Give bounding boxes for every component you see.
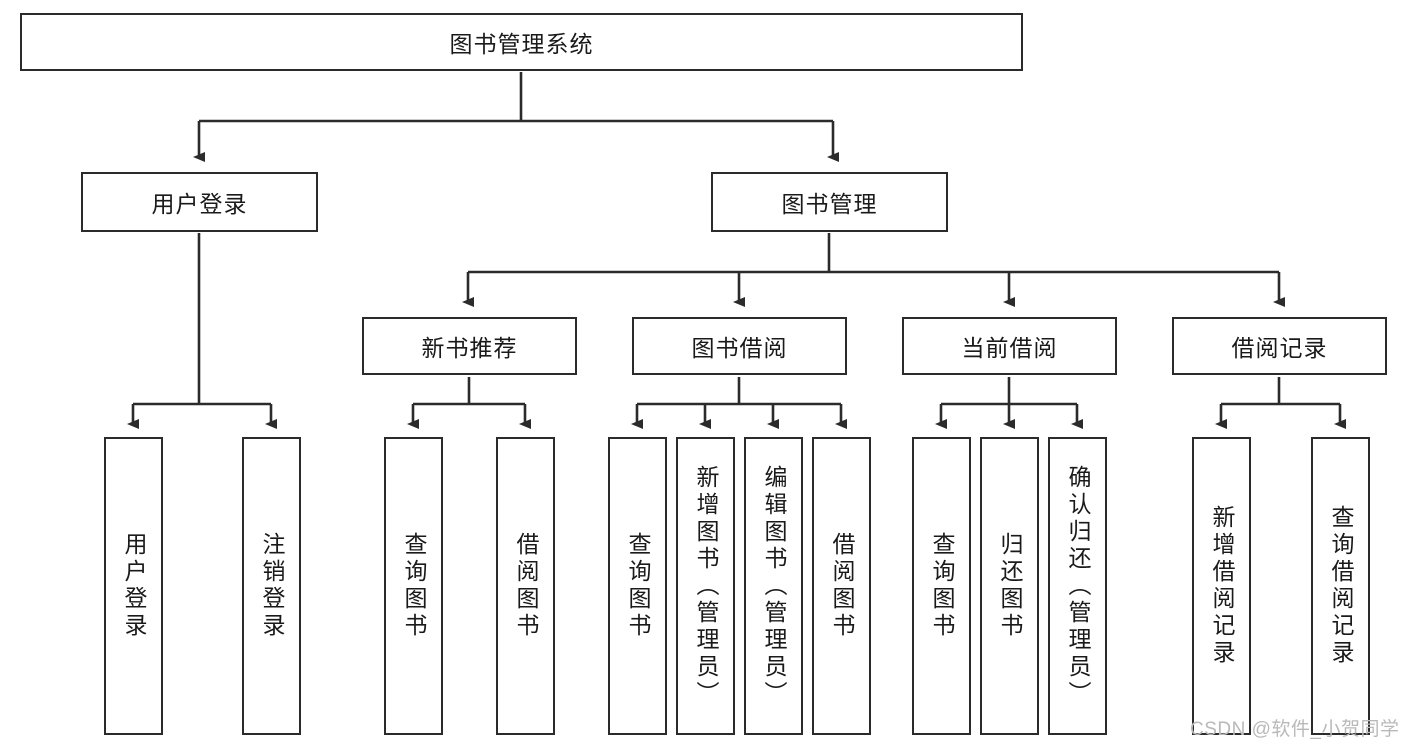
leaf-current-borrow-confirm-return-admin[interactable]: 确认归还（管理员） — [1048, 437, 1107, 735]
node-label: 新增图书（管理员） — [693, 464, 719, 708]
node-label: 用户登录 — [121, 532, 147, 640]
node-label: 归还图书 — [997, 532, 1023, 640]
node-label: 图书借阅 — [691, 335, 788, 361]
node-book-borrow[interactable]: 图书借阅 — [632, 317, 847, 375]
node-user-login[interactable]: 用户登录 — [81, 172, 318, 232]
leaf-new-book-query-book[interactable]: 查询图书 — [384, 437, 443, 735]
leaf-user-login-logout[interactable]: 注销登录 — [242, 437, 301, 735]
node-label: 当前借阅 — [961, 335, 1058, 361]
node-label: 查询借阅记录 — [1328, 505, 1354, 667]
node-label: 确认归还（管理员） — [1065, 464, 1091, 708]
node-new-book-recommend[interactable]: 新书推荐 — [362, 317, 577, 375]
leaf-book-borrow-borrow-book[interactable]: 借阅图书 — [812, 437, 871, 735]
leaf-current-borrow-return-book[interactable]: 归还图书 — [980, 437, 1039, 735]
leaf-book-borrow-edit-book-admin[interactable]: 编辑图书（管理员） — [744, 437, 803, 735]
leaf-borrow-record-add-record[interactable]: 新增借阅记录 — [1192, 437, 1251, 735]
node-label: 用户登录 — [151, 191, 248, 217]
leaf-borrow-record-query-record[interactable]: 查询借阅记录 — [1311, 437, 1370, 735]
node-label: 借阅图书 — [513, 532, 539, 640]
node-label: 图书管理 — [781, 191, 878, 217]
node-book-management[interactable]: 图书管理 — [711, 172, 948, 232]
leaf-current-borrow-query-book[interactable]: 查询图书 — [912, 437, 971, 735]
node-root-book-management-system[interactable]: 图书管理系统 — [20, 13, 1023, 71]
node-label: 查询图书 — [625, 532, 651, 640]
leaf-user-login-login[interactable]: 用户登录 — [104, 437, 163, 735]
node-label: 新书推荐 — [421, 335, 518, 361]
node-current-borrow[interactable]: 当前借阅 — [902, 317, 1117, 375]
node-label: 借阅图书 — [829, 532, 855, 640]
node-label: 图书管理系统 — [449, 31, 594, 57]
node-label: 注销登录 — [259, 532, 285, 640]
watermark-text: CSDN @软件_小贺同学 — [1190, 719, 1400, 740]
node-label: 借阅记录 — [1231, 335, 1328, 361]
node-borrow-record[interactable]: 借阅记录 — [1172, 317, 1387, 375]
leaf-book-borrow-add-book-admin[interactable]: 新增图书（管理员） — [676, 437, 735, 735]
node-label: 编辑图书（管理员） — [761, 464, 787, 708]
leaf-new-book-borrow-book[interactable]: 借阅图书 — [496, 437, 555, 735]
node-label: 新增借阅记录 — [1209, 505, 1235, 667]
node-label: 查询图书 — [929, 532, 955, 640]
leaf-book-borrow-query-book[interactable]: 查询图书 — [608, 437, 667, 735]
node-label: 查询图书 — [401, 532, 427, 640]
